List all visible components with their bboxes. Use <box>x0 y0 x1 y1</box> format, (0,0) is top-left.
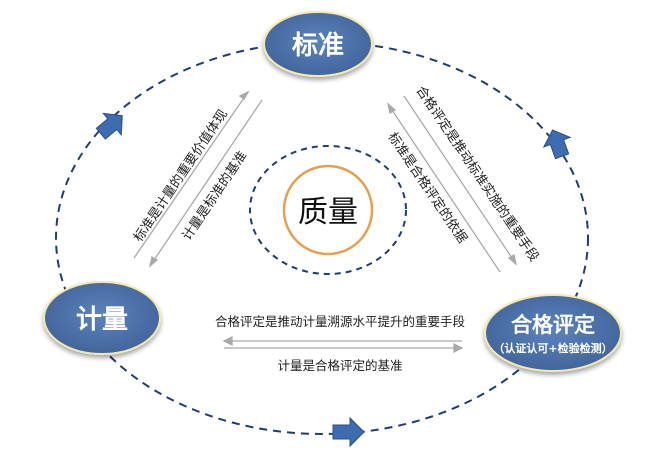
arrow-top-right <box>386 95 518 273</box>
node-conformity-sublabel: （认证认可+检验检测） <box>493 341 612 355</box>
node-metrology <box>43 281 161 355</box>
arrow-top-left <box>133 90 263 268</box>
relation-top-left-outer: 标准是计量的重要价值体现 <box>130 107 231 245</box>
node-metrology-label: 计量 <box>76 305 128 335</box>
relation-bottom-lower: 计量是合格评定的基准 <box>277 358 402 373</box>
center-label: 质量 <box>298 195 358 230</box>
cycle-arrow-right <box>542 129 572 160</box>
relation-bottom-upper: 合格评定是推动计量溯源水平提升的重要手段 <box>215 314 465 329</box>
cycle-arrow-left <box>95 112 123 140</box>
quality-ring <box>282 164 374 256</box>
node-conformity <box>484 294 622 372</box>
arrow-bottom <box>222 335 464 354</box>
inner-dashed-ring <box>249 145 407 275</box>
node-conformity-label: 合格评定 <box>511 313 595 337</box>
node-standard-label: 标准 <box>292 31 344 61</box>
node-standard <box>263 11 373 77</box>
cycle-arrow-bottom <box>332 416 365 448</box>
